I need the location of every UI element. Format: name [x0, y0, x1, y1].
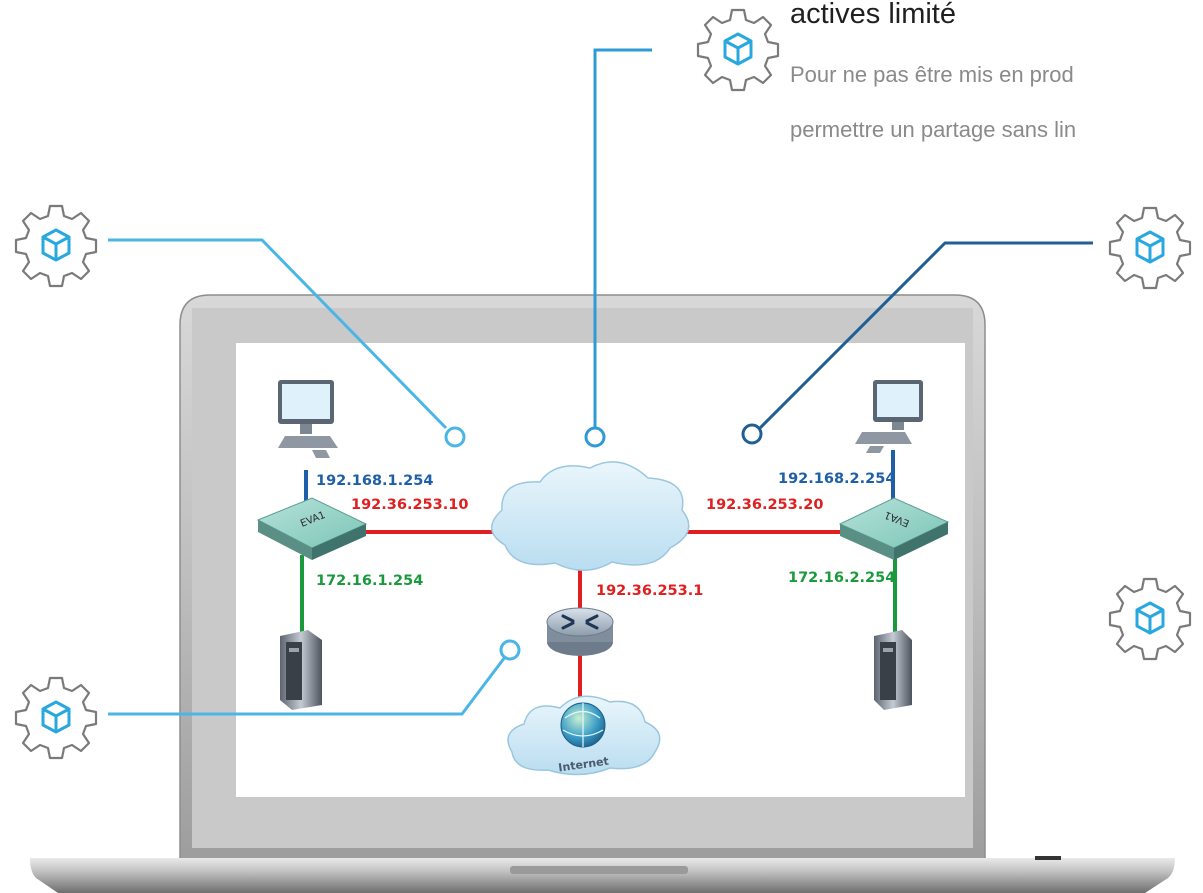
- feature-description-line-1: Pour ne pas être mis en prod: [790, 62, 1074, 87]
- callout-lines: [108, 48, 1093, 716]
- gear-box-icon: [1108, 577, 1192, 661]
- callout-dot-right-top: [741, 423, 763, 445]
- callout-dot-left-top: [444, 426, 466, 448]
- gear-box-icon: [14, 204, 98, 288]
- callout-dot-left-bottom: [499, 639, 521, 661]
- cloud-icon: [491, 461, 690, 571]
- callout-line-top: [593, 48, 652, 428]
- callout-line-right-top: [758, 241, 1093, 430]
- server-tower-icon: [874, 630, 912, 710]
- ip-right-wan: 192.36.253.20: [706, 497, 824, 513]
- ip-right-dmz: 172.16.2.254: [788, 570, 896, 586]
- router-icon: [546, 607, 614, 656]
- eva-appliance-right: EVA1: [838, 497, 950, 560]
- ip-left-wan: 192.36.253.10: [351, 497, 469, 513]
- laptop-hinge: [510, 866, 688, 874]
- gear-box-icon: [696, 8, 780, 92]
- desktop-icon: [278, 380, 338, 458]
- laptop-indicator: [1035, 856, 1061, 860]
- server-tower-icon: [280, 630, 322, 710]
- callout-line-left-top: [108, 238, 448, 430]
- eva-appliance-left: EVA1: [256, 497, 368, 560]
- ip-router: 192.36.253.1: [596, 583, 704, 599]
- gear-box-icon: [14, 676, 98, 760]
- laptop-base: [30, 858, 1175, 893]
- internet-cloud: Internet: [507, 695, 661, 776]
- gear-box-icon: [1108, 206, 1192, 290]
- feature-description-line-2: permettre un partage sans lin: [790, 117, 1077, 142]
- callout-dot-top: [584, 426, 606, 448]
- ip-right-lan: 192.168.2.254: [778, 471, 896, 487]
- feature-title: actives limité: [790, 0, 956, 30]
- ip-left-lan: 192.168.1.254: [316, 473, 434, 489]
- desktop-icon: [855, 380, 923, 453]
- callout-line-left-bottom: [108, 656, 507, 716]
- ip-left-dmz: 172.16.1.254: [316, 573, 424, 589]
